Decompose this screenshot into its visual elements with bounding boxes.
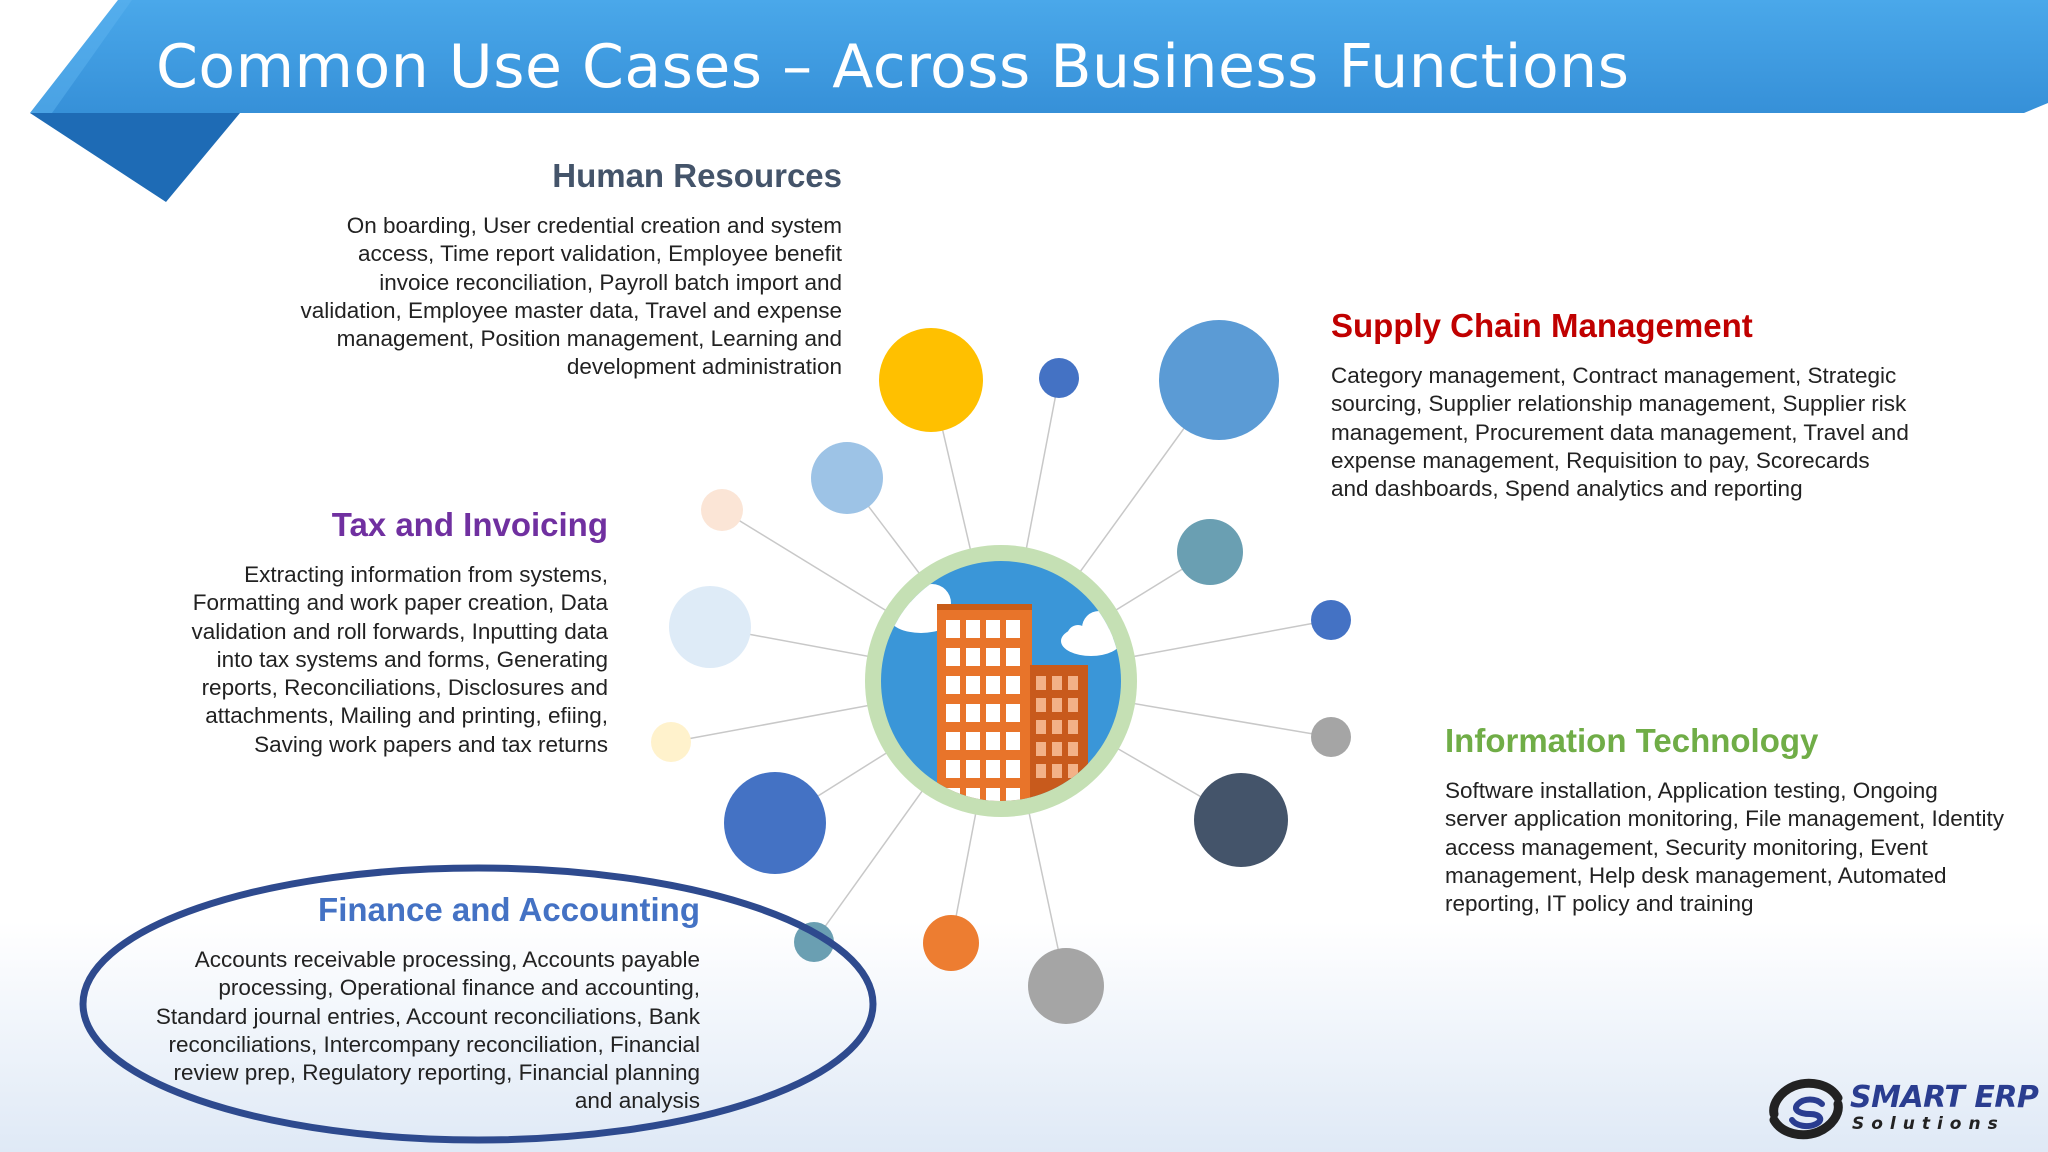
finance-body: Accounts receivable processing, Accounts… (155, 947, 700, 1114)
circle-teal (1177, 519, 1243, 585)
finance-heading: Finance and Accounting (318, 891, 700, 928)
circle-navy (1194, 773, 1288, 867)
it-body: Software installation, Application testi… (1445, 778, 2005, 917)
office-building-icon (865, 545, 1137, 817)
circle-royal-blue (724, 772, 826, 874)
logo-tagline: Solutions (1852, 1114, 2005, 1134)
circle-small-blue-right (1311, 600, 1351, 640)
circle-mid-blue (1159, 320, 1279, 440)
circle-light-blue (811, 442, 883, 514)
slide-title: Common Use Cases – Across Business Funct… (156, 32, 1630, 102)
scm-heading: Supply Chain Management (1331, 307, 1753, 344)
scm-body: Category management, Contract management… (1331, 363, 1909, 502)
satellite-circles (651, 320, 1351, 1024)
section-tax-invoicing: Tax and Invoicing Extracting information… (150, 505, 608, 759)
circle-yellow (879, 328, 983, 432)
smart-erp-logo-icon (1769, 1078, 1843, 1140)
section-supply-chain: Supply Chain Management Category managem… (1331, 306, 1911, 503)
circle-small-blue (1039, 358, 1079, 398)
logo-name: SMART ERP (1850, 1080, 2039, 1115)
finance-highlight-ellipse (79, 864, 877, 1144)
circle-small-teal (794, 922, 834, 962)
circle-pale-yellow (651, 722, 691, 762)
circle-orange (923, 915, 979, 971)
tax-body: Extracting information from systems, For… (191, 562, 608, 757)
section-information-technology: Information Technology Software installa… (1445, 721, 2005, 918)
title-banner (30, 0, 2048, 202)
smart-erp-logo: SMART ERP Solutions (1766, 1078, 2039, 1140)
circle-peach (701, 489, 743, 531)
it-heading: Information Technology (1445, 722, 1819, 759)
circle-gray (1028, 948, 1104, 1024)
circle-small-gray (1311, 717, 1351, 757)
hr-heading: Human Resources (552, 157, 842, 194)
section-human-resources: Human Resources On boarding, User creden… (300, 156, 842, 382)
hr-body: On boarding, User credential creation an… (300, 213, 842, 380)
section-finance-accounting: Finance and Accounting Accounts receivab… (150, 890, 700, 1116)
tax-heading: Tax and Invoicing (331, 506, 608, 543)
circle-pale-blue (669, 586, 751, 668)
